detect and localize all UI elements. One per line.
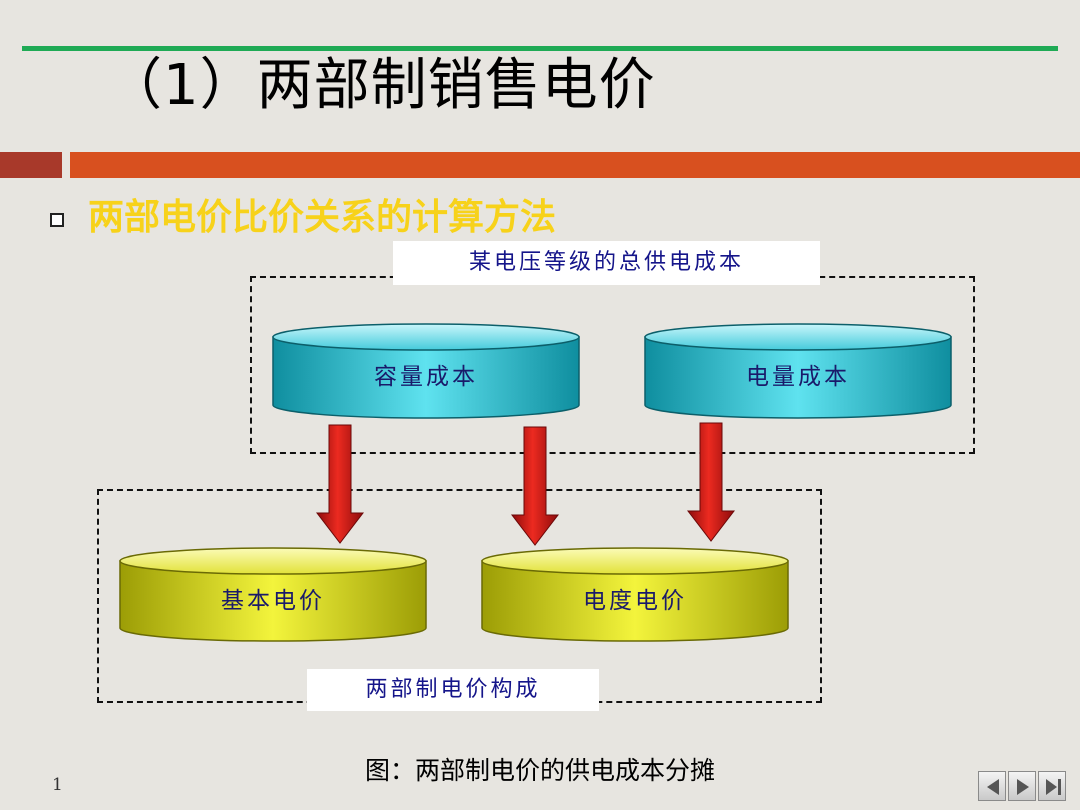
cylinder-capacity-cost xyxy=(272,323,580,419)
bullet-heading: 两部电价比价关系的计算方法 xyxy=(88,197,557,238)
cylinder-energy-price xyxy=(481,547,789,642)
node-energy-cost-label: 电量成本 xyxy=(746,364,850,390)
cylinder-basic-price xyxy=(119,547,427,642)
total-cost-label: 某电压等级的总供电成本 xyxy=(393,241,820,285)
node-energy-price-label: 电度电价 xyxy=(583,588,687,614)
node-basic-price-label: 基本电价 xyxy=(221,588,325,614)
title-rule xyxy=(22,46,1058,51)
bullet-square-icon xyxy=(50,213,64,227)
prev-slide-button[interactable] xyxy=(978,771,1006,801)
next-slide-button[interactable] xyxy=(1008,771,1036,801)
arrow-capacity-to-basic xyxy=(315,424,365,544)
cylinder-energy-cost xyxy=(644,323,952,419)
header-band-accent xyxy=(0,152,62,178)
node-capacity-cost-label: 容量成本 xyxy=(374,364,478,390)
skip-end-icon xyxy=(1046,779,1061,795)
triangle-right-icon xyxy=(1017,779,1029,795)
triangle-left-icon xyxy=(987,779,999,795)
slide-title: （1）两部制销售电价 xyxy=(106,53,656,118)
page-number: 1 xyxy=(52,775,63,795)
header-band xyxy=(70,152,1080,178)
arrow-energy-cost-to-energy-price xyxy=(686,422,736,542)
arrow-capacity-to-energy-price xyxy=(510,426,560,546)
figure-caption: 图：两部制电价的供电成本分摊 xyxy=(364,756,715,785)
price-structure-label: 两部制电价构成 xyxy=(307,669,599,711)
last-slide-button[interactable] xyxy=(1038,771,1066,801)
